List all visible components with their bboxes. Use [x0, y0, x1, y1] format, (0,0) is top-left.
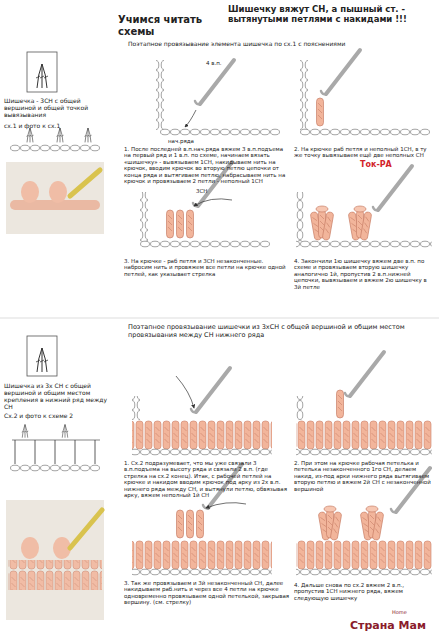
page-title: Учимся читать схемы [118, 14, 228, 38]
watermark: Страна Мам [350, 620, 438, 633]
watermark: Home [392, 610, 432, 616]
chart-caption: Сх.2 и фото к схеме 2 [4, 412, 108, 419]
step-text: 1. После последней в.п.нач.ряда вяжем 3 … [124, 146, 288, 185]
step-text: 3. Так же провязываем и 3й незаконченный… [124, 580, 290, 606]
symbol-caption: Шишечка из 3х СН с общей вершиной и общи… [4, 382, 108, 410]
step-text: 3. На крючке - раб петля и 3СН незаконче… [124, 258, 288, 277]
step-text: 4. Дальше снова по сх.2 вяжем 2 в.п., пр… [294, 582, 424, 601]
callout-label: нач.ряда [168, 138, 218, 144]
section-heading: Поэтапное провязывание шишечки из 3хСН с… [128, 324, 434, 339]
callout-label: 3СН [196, 188, 236, 194]
symbol-caption: Шишечка - 3СН с общей вершиной и общей т… [4, 97, 108, 118]
note-heading: Шишечку вяжут СН, а пышный ст. - вытянут… [228, 4, 434, 24]
callout-label: 4 в.п. [206, 60, 246, 66]
step-text: 2. На крючке раб петля и неполный 1СН, в… [294, 146, 434, 159]
chart-caption: сх.1 и фото к сх.1 [4, 122, 108, 129]
step-text: 2. При этом на крючке рабочая петелька и… [294, 460, 434, 492]
section-heading: Поэтапное провязывание элемента шишечка … [128, 40, 428, 47]
step-text: 4. Закончили 1ю шишечку вяжем две в.п. п… [294, 258, 434, 290]
watermark: Ток-РА [360, 160, 430, 169]
step-text: 1. Сх.2 подразумевает, что мы уже связал… [124, 460, 290, 499]
